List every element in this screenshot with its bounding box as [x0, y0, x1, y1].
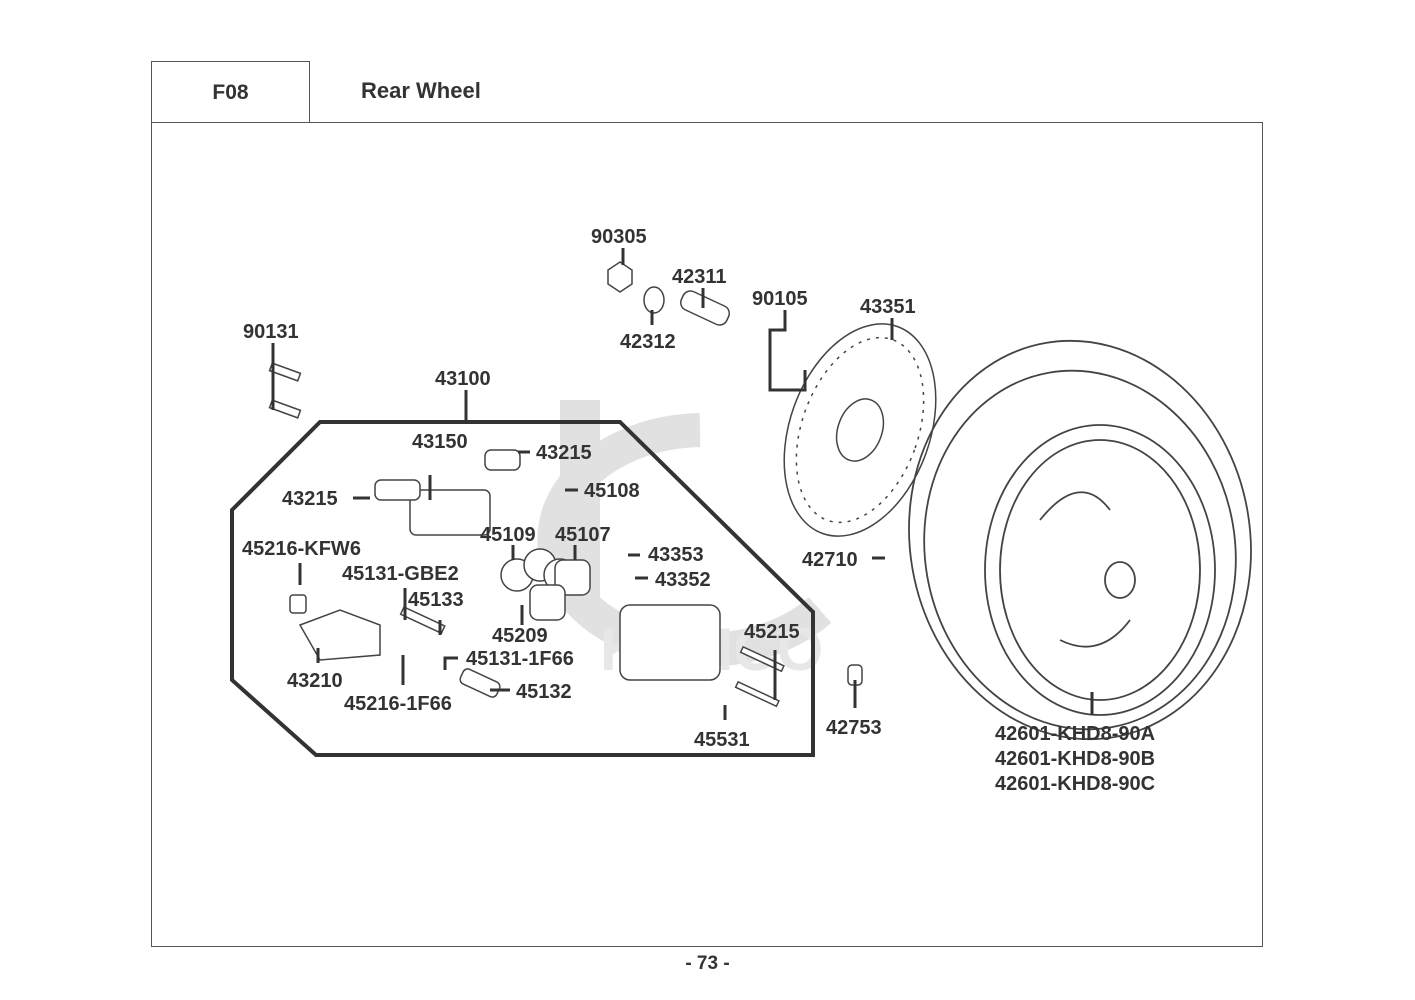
part-label: 43210 — [287, 670, 343, 692]
part-label: 45133 — [408, 589, 464, 611]
part-label: 45132 — [516, 681, 572, 703]
part-label: 90305 — [591, 226, 647, 248]
page-title: Rear Wheel — [361, 78, 481, 103]
callout-labels: 90305 42311 42312 90105 43351 90131 4310… — [242, 226, 1155, 795]
part-label: 45216-KFW6 — [242, 538, 361, 560]
part-label: 43351 — [860, 296, 916, 318]
part-label: 90105 — [752, 288, 808, 310]
part-label: 42753 — [826, 717, 882, 739]
part-label: 45108 — [584, 480, 640, 502]
part-label: 43352 — [655, 569, 711, 591]
part-label: 45131-1F66 — [466, 648, 574, 670]
wheel-tire-part — [908, 339, 1252, 741]
part-label: 45107 — [555, 524, 611, 546]
part-label: 45131-GBE2 — [342, 563, 459, 585]
part-label: 42311 — [672, 266, 727, 288]
part-label: 43353 — [648, 544, 704, 566]
part-label: 42601-KHD8-90A — [995, 723, 1155, 745]
section-code-text: F08 — [212, 80, 249, 104]
section-code: F08 — [151, 61, 310, 123]
part-label: 43150 — [412, 431, 468, 453]
caliper-assembly-outline — [230, 420, 815, 757]
part-label: 45216-1F66 — [344, 693, 452, 715]
diagram-frame — [151, 122, 1263, 947]
part-label: 45531 — [694, 729, 750, 751]
part-label: 42601-KHD8-90B — [995, 748, 1155, 770]
part-label: 43215 — [536, 442, 592, 464]
part-label: 42312 — [620, 331, 676, 353]
part-label: 42601-KHD8-90C — [995, 773, 1155, 795]
part-label: 43100 — [435, 368, 491, 390]
part-label: 45109 — [480, 524, 536, 546]
part-label: 43215 — [282, 488, 338, 510]
part-label: 45209 — [492, 625, 548, 647]
small-parts — [268, 261, 863, 708]
part-label: 42710 — [802, 549, 858, 571]
part-label: 90131 — [243, 321, 299, 343]
page-number: - 73 - — [685, 953, 730, 974]
part-label: 45215 — [744, 621, 800, 643]
leader-lines — [271, 248, 1094, 720]
